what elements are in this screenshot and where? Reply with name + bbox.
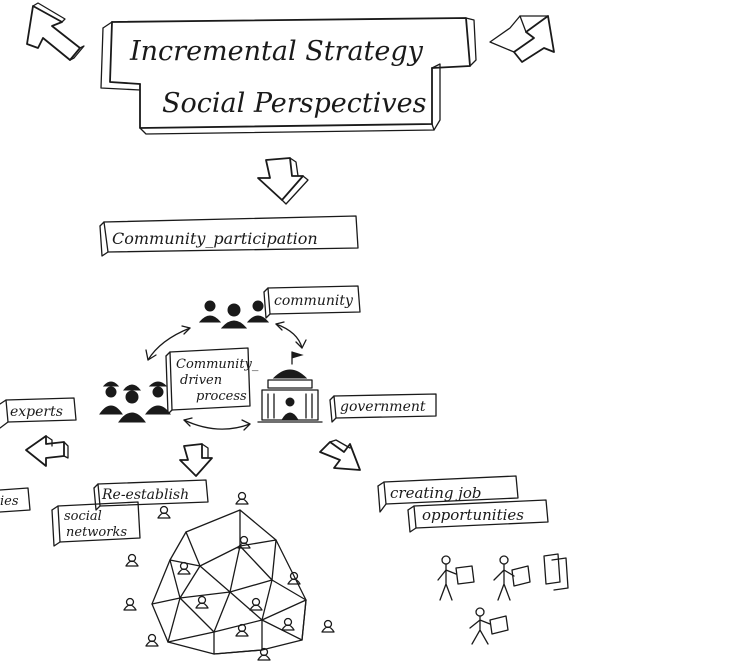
opportunities-label: opportunities <box>422 506 524 524</box>
community-driven-line1: Community_ <box>176 357 259 372</box>
community-driven-line2: driven <box>180 373 222 388</box>
cycle-arrows <box>145 321 307 431</box>
community-driven-line3: process <box>196 389 247 404</box>
title-line1: Incremental Strategy <box>129 36 424 67</box>
experts-label: experts <box>10 404 63 420</box>
government-box <box>329 393 437 423</box>
government-building-icon <box>257 351 323 423</box>
social-label: social <box>64 509 102 524</box>
community-box <box>263 285 361 319</box>
arrow-up-left-icon <box>26 2 85 61</box>
title-line2: Social Perspectives <box>162 88 426 119</box>
left-cut-label: ies <box>0 494 19 509</box>
community-participation-label: Community_participation <box>112 229 318 248</box>
networks-label: networks <box>66 525 127 540</box>
title-box <box>100 17 477 135</box>
worker-icon <box>437 553 569 645</box>
social-networks-box <box>51 501 141 547</box>
social-network-web <box>151 509 307 655</box>
community-participation-box <box>99 215 359 257</box>
government-label: government <box>340 399 426 415</box>
experts-people-icon <box>99 381 172 423</box>
network-person-icon <box>123 491 335 661</box>
left-cut-label-box <box>0 487 31 513</box>
community-label: community <box>274 293 354 309</box>
arrow-up-right-icon <box>489 15 555 63</box>
community-people-icon <box>198 300 270 329</box>
re-establish-label: Re-establish <box>101 487 189 503</box>
re-establish-box <box>93 479 209 511</box>
experts-box <box>0 397 77 429</box>
arrow-left-icon <box>25 435 69 467</box>
arrow-down-right-icon <box>319 439 361 471</box>
creating-job-label: creating job <box>390 484 482 502</box>
arrow-down-left-icon <box>179 443 213 477</box>
arrow-down-icon <box>257 157 309 205</box>
creating-job-box <box>377 475 549 533</box>
